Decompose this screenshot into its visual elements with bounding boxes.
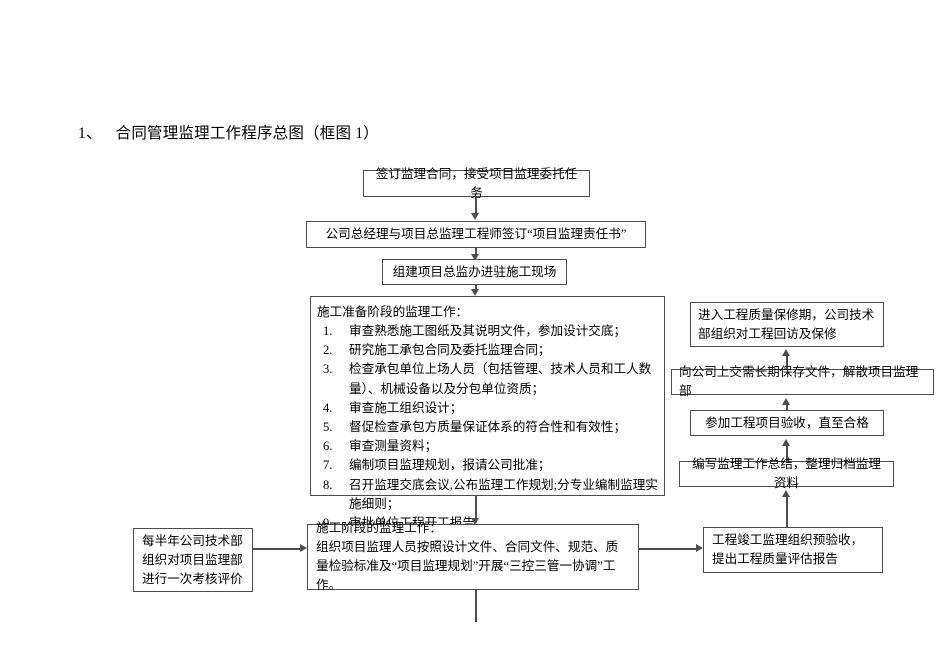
arrowhead-preparation-to-construction	[471, 518, 479, 525]
page-title-text: 合同管理监理工作程序总图（框图 1）	[115, 125, 379, 142]
connector-summary-to-acceptance	[786, 443, 788, 461]
arrowhead-review-to-construction	[300, 544, 307, 552]
connector-submit-to-warranty	[786, 353, 788, 373]
node-preparation-heading: 施工准备阶段的监理工作：	[317, 305, 469, 319]
node-warranty-period: 进入工程质量保修期，公司技术部组织对工程回访及保修	[690, 302, 884, 347]
arrowhead-summary-to-acceptance	[782, 439, 790, 446]
arrowhead-setup-to-preparation	[471, 289, 479, 296]
preparation-step: 召开监理交底会议,公布监理工作规划;分专业编制监理实施细则；	[323, 476, 658, 511]
preparation-step: 审查测量资料；	[323, 437, 438, 456]
node-responsibility-letter-label: 公司总经理与项目总监理工程师签订“项目监理责任书”	[325, 227, 627, 241]
preparation-step: 督促检查承包方质量保证体系的符合性和有效性；	[323, 418, 627, 437]
node-summary-archive: 编写监理工作总结，整理归档监理资料	[679, 457, 894, 490]
arrowhead-submit-to-warranty	[782, 349, 790, 356]
connector-preparation-to-construction	[475, 496, 477, 522]
node-warranty-period-label: 进入工程质量保修期，公司技术部组织对工程回访及保修	[698, 307, 875, 341]
page-title: 1、合同管理监理工作程序总图（框图 1）	[78, 123, 379, 145]
preparation-step: 编制项目监理规划，报请公司批准；	[323, 456, 551, 475]
node-submit-files-label: 向公司上交需长期保存文件，解散项目监理部	[679, 365, 919, 398]
arrowhead-acceptance-to-submit	[782, 398, 790, 405]
node-setup-office-label: 组建项目总监办进驻施工现场	[392, 264, 557, 279]
preparation-step: 检查承包单位上场人员（包括管理、技术人员和工人数量）、机械设备以及分包单位资质；	[323, 360, 652, 396]
connector-construction-tail	[475, 590, 477, 622]
arrowhead-sign-to-responsibility	[471, 213, 479, 220]
connector-review-to-construction	[253, 548, 301, 550]
page-title-number: 1、	[78, 125, 102, 142]
preparation-steps-list: 审查熟悉施工图纸及其说明文件，参加设计交底； 研究施工承包合同及委托监理合同； …	[317, 322, 658, 533]
arrowhead-construction-to-completion	[696, 544, 703, 552]
node-construction-phase: 施工阶段的监理工作： 组织项目监理人员按照设计文件、合同文件、规范、质量检验标准…	[307, 521, 639, 592]
node-completion-acceptance-label: 工程竣工监理组织预验收，提出工程质量评估报告	[712, 533, 864, 566]
node-construction-heading: 施工阶段的监理工作：	[316, 521, 442, 535]
connector-construction-to-completion	[639, 548, 698, 550]
node-sign-contract: 签订监理合同，接受项目监理委托任务	[363, 167, 590, 200]
preparation-step: 研究施工承包合同及委托监理合同；	[323, 341, 551, 360]
node-acceptance: 参加工程项目验收，直至合格	[690, 410, 884, 436]
node-preparation-phase: 施工准备阶段的监理工作： 审查熟悉施工图纸及其说明文件，参加设计交底； 研究施工…	[310, 296, 665, 533]
connector-responsibility-to-setup	[475, 248, 477, 257]
node-acceptance-label: 参加工程项目验收，直至合格	[705, 415, 869, 430]
node-semiannual-review-label: 每半年公司技术部组织对项目监理部进行一次考核评价	[142, 533, 243, 586]
preparation-step: 审查施工组织设计；	[323, 399, 463, 418]
node-responsibility-letter: 公司总经理与项目总监理工程师签订“项目监理责任书”	[306, 221, 646, 248]
connector-completion-to-summary-upper	[786, 494, 788, 528]
node-submit-files: 向公司上交需长期保存文件，解散项目监理部	[671, 365, 934, 398]
preparation-step: 审查熟悉施工图纸及其说明文件，参加设计交底；	[323, 322, 627, 341]
node-completion-acceptance: 工程竣工监理组织预验收，提出工程质量评估报告	[703, 527, 883, 573]
node-sign-contract-label: 签订监理合同，接受项目监理委托任务	[375, 166, 578, 200]
node-setup-office: 组建项目总监办进驻施工现场	[382, 259, 567, 285]
node-construction-body: 组织项目监理人员按照设计文件、合同文件、规范、质量检验标准及“项目监理规划”开展…	[316, 540, 619, 592]
arrowhead-responsibility-to-setup	[471, 254, 479, 261]
connector-sign-to-responsibility	[475, 197, 477, 215]
node-summary-archive-label: 编写监理工作总结，整理归档监理资料	[692, 457, 881, 490]
node-semiannual-review: 每半年公司技术部组织对项目监理部进行一次考核评价	[133, 528, 253, 592]
arrowhead-completion-to-summary	[782, 490, 790, 497]
